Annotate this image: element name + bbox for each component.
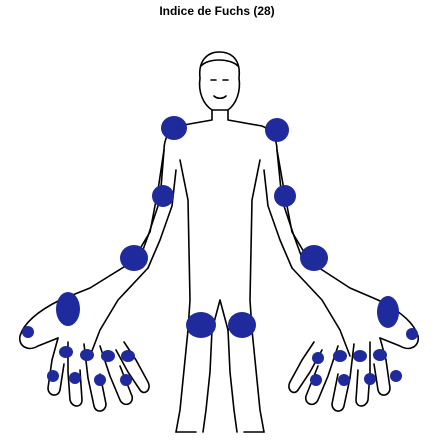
joint-mcp-left — [101, 350, 115, 362]
left-arm-outline — [20, 150, 176, 411]
joint-pip-left — [69, 372, 81, 384]
joint-pip-right — [310, 374, 322, 386]
joint-mcp-right — [373, 349, 387, 361]
joint-thumb-ip-left — [22, 326, 34, 338]
joint-pip-left — [94, 374, 106, 386]
joint-thumb-ip-right — [406, 328, 418, 340]
joint-pip-right — [364, 373, 376, 385]
joint-mcp-right — [312, 352, 324, 364]
joint-elbow-right — [274, 185, 296, 207]
joint-mcp-right — [333, 350, 347, 362]
joint-pip-left — [47, 370, 59, 382]
joint-thumb-left — [56, 292, 80, 326]
joint-elbow-left — [152, 185, 174, 207]
joint-mcp-right — [353, 350, 367, 362]
joint-markers — [22, 116, 418, 386]
joint-knee-left — [186, 312, 216, 338]
joint-shoulder-right — [265, 118, 289, 142]
joint-pip-right — [390, 370, 402, 382]
head-outline — [200, 52, 240, 110]
joint-thumb-right — [377, 296, 399, 328]
joint-wrist-left — [120, 245, 148, 271]
joint-pip-left — [120, 374, 132, 386]
joint-knee-right — [228, 312, 256, 338]
joint-shoulder-left — [161, 116, 187, 140]
joint-mcp-left — [59, 346, 73, 358]
joint-wrist-right — [300, 245, 328, 271]
torso-outline — [132, 110, 310, 432]
joint-mcp-left — [121, 350, 135, 362]
joint-mcp-left — [80, 349, 94, 361]
joint-pip-right — [338, 374, 350, 386]
